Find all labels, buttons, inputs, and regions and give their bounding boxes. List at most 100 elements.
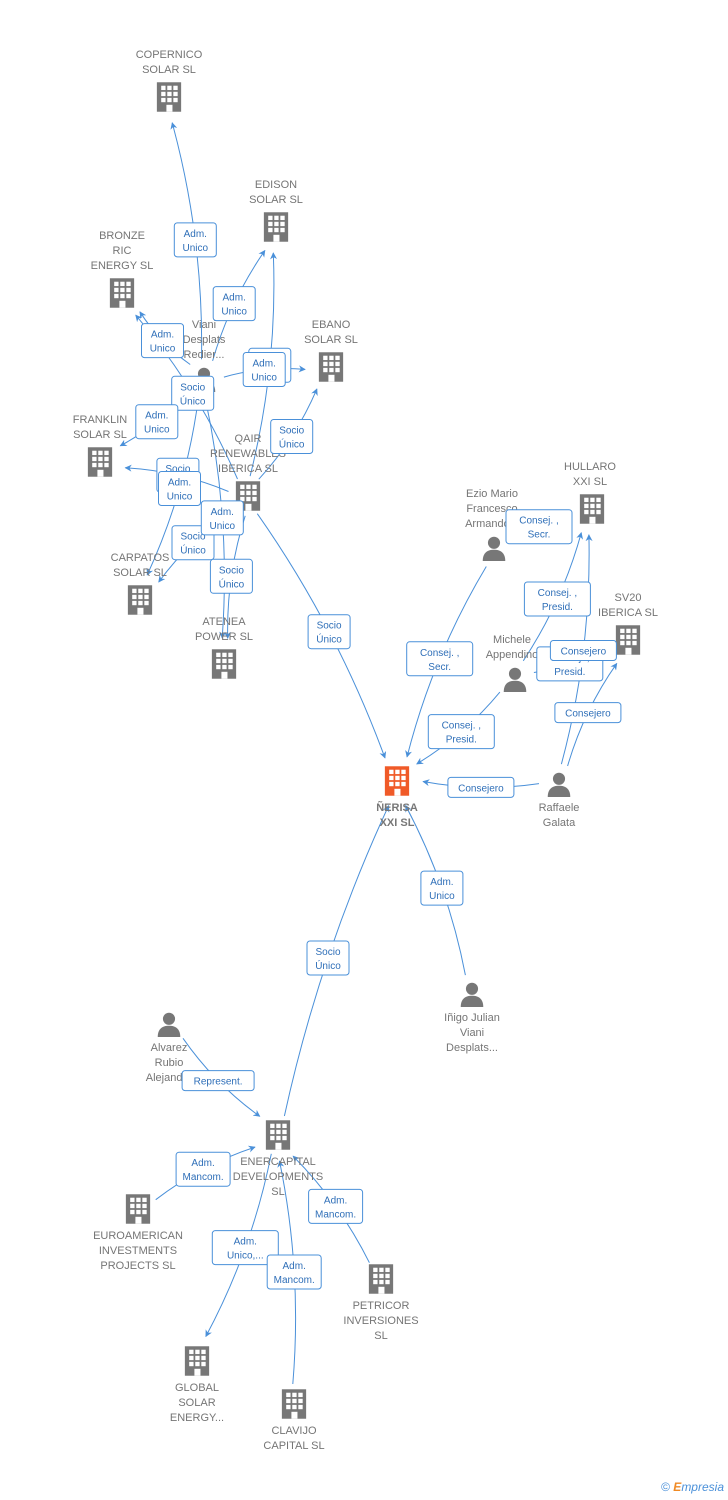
building-icon	[211, 649, 237, 679]
node-label-line: Iñigo Julian	[444, 1012, 500, 1024]
edge-label[interactable]: Adm.Unico	[242, 352, 286, 387]
edge-label-text: Consejero	[561, 647, 607, 658]
edge-label-text: Único	[279, 438, 305, 451]
node-label-line: GLOBAL	[175, 1382, 219, 1394]
edge-label[interactable]: Adm.Unico	[200, 500, 244, 536]
edge-label[interactable]: Consej. ,Secr.	[505, 509, 573, 545]
copyright-symbol: ©	[661, 1480, 670, 1494]
edge-label[interactable]: Consejero	[447, 776, 515, 798]
node-global[interactable]: GLOBALSOLARENERGY...	[170, 1346, 224, 1424]
edge-label[interactable]: Adm.Unico	[212, 286, 256, 322]
edges-layer	[119, 122, 618, 1385]
node-viani_p[interactable]: VianiDesplatsRedier...	[183, 319, 226, 392]
node-label-line: Desplats	[183, 334, 226, 346]
edge-label-text: Consej. ,	[442, 721, 481, 732]
node-label-line: PETRICOR	[353, 1300, 410, 1312]
edge-label-text: Adm.	[151, 330, 174, 341]
edge-label[interactable]: Adm.Unico	[141, 323, 184, 359]
node-label-line: COPERNICO	[136, 49, 203, 61]
node-label-line: DEVELOPMENTS	[233, 1171, 323, 1183]
node-label-line: FRANKLIN	[73, 414, 127, 426]
edge-label[interactable]: Consejero	[549, 640, 617, 661]
edge-label[interactable]: Represent.	[181, 1070, 255, 1092]
node-label-line: INVESTMENTS	[99, 1245, 177, 1257]
edge-label[interactable]: Adm.Unico,...	[211, 1230, 279, 1266]
node-label-line: BRONZE	[99, 230, 145, 242]
edge-label-box	[427, 714, 495, 750]
building-icon	[109, 278, 135, 308]
node-inigo[interactable]: Iñigo JulianVianiDesplats...	[444, 982, 500, 1054]
node-label-line: CARPATOS	[111, 552, 170, 564]
person-icon	[157, 1012, 181, 1037]
edge-label-box	[242, 352, 286, 387]
node-label-line: ENERGY...	[170, 1412, 224, 1424]
node-label-line: EBANO	[312, 319, 351, 331]
edge-label-text: Adm.	[168, 478, 191, 489]
building-icon	[127, 585, 153, 615]
node-ezio[interactable]: Ezio MarioFrancescoArmando...	[465, 488, 519, 561]
edge-label-box	[141, 323, 184, 359]
edge-label-text: Presid.	[542, 602, 573, 613]
edge-label[interactable]: Adm.Unico	[135, 404, 179, 440]
edge-label[interactable]: Consej. ,Secr.	[406, 641, 474, 677]
edge-label-text: Consej. ,	[420, 648, 459, 659]
edge-label[interactable]: Adm.Mancom.	[266, 1254, 322, 1290]
edge-label-text: Unico	[429, 891, 455, 902]
edge-label-text: Unico	[221, 307, 247, 318]
edge-label-box	[523, 581, 591, 617]
edge-label-box	[181, 1070, 255, 1092]
node-label-line: ENERGY SL	[91, 260, 154, 272]
edge-label-box	[308, 1188, 364, 1224]
edge-label-text: Adm.	[184, 229, 207, 240]
edge-label[interactable]: Adm.Mancom.	[175, 1151, 231, 1187]
node-label-line: INVERSIONES	[343, 1315, 418, 1327]
node-label-line: SL	[271, 1186, 284, 1198]
node-label-line: XXI SL	[380, 817, 415, 829]
node-label-line: ATENEA	[202, 616, 246, 628]
edge-label[interactable]: Consej. ,Presid.	[523, 581, 591, 617]
node-label-line: SOLAR SL	[304, 334, 358, 346]
node-carpatos[interactable]: CARPATOS SOLAR SL	[111, 552, 170, 615]
edge-label[interactable]: Consejero	[554, 702, 622, 724]
edge-label[interactable]: Adm.Unico	[173, 222, 217, 258]
edge-label-text: Socio	[180, 532, 205, 543]
node-label-line: RIC	[113, 245, 132, 257]
node-bronze[interactable]: BRONZE RIC ENERGY SL	[91, 230, 154, 308]
building-icon	[384, 766, 410, 796]
edge-label-text: Adm.	[234, 1237, 257, 1248]
edge-label-text: Unico	[144, 425, 170, 436]
node-label-line: SOLAR SL	[113, 567, 167, 579]
edge-label-text: Único	[180, 544, 206, 557]
edge-label[interactable]: Adm.Unico	[420, 870, 464, 906]
edge-label[interactable]: Adm.Mancom.	[308, 1188, 364, 1224]
edge-label-text: Único	[315, 959, 341, 972]
node-label-line: Alvarez	[151, 1042, 188, 1054]
node-label-line: CAPITAL SL	[263, 1440, 324, 1452]
edge-label[interactable]: Consej. ,Presid.	[427, 714, 495, 750]
node-ebano[interactable]: EBANO SOLAR SL	[304, 319, 358, 382]
edge-label[interactable]: Adm.Unico	[158, 471, 201, 506]
edge-label-text: Socio	[180, 382, 205, 393]
